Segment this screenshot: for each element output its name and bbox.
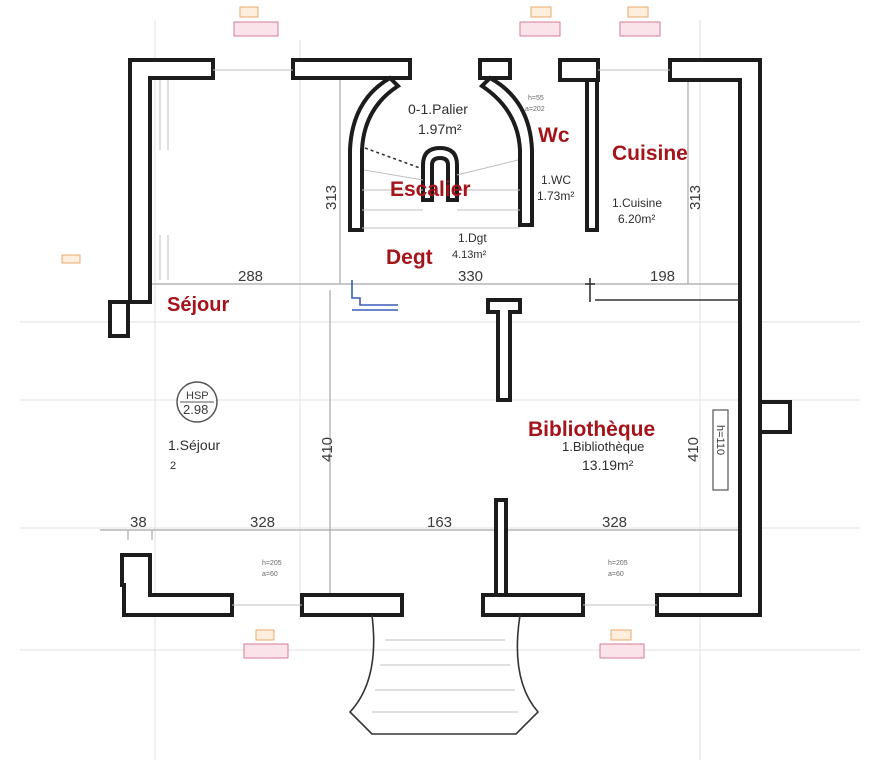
room-label-sejour: Séjour xyxy=(167,294,229,316)
stair-top-right-segment xyxy=(478,58,512,80)
window-left-h: h=205 xyxy=(262,560,282,567)
wc-dim-a: a=202 xyxy=(525,106,545,113)
outdoor-steps xyxy=(348,614,540,735)
stair-central-u xyxy=(421,145,459,202)
top-wall-left-stair xyxy=(291,58,412,80)
dim-top-288: 288 xyxy=(238,268,263,285)
stair-left-curve xyxy=(348,75,402,232)
dim-v-410-right: 410 xyxy=(685,437,702,462)
dim-bottom-163: 163 xyxy=(427,514,452,531)
dim-v-313-left: 313 xyxy=(323,185,340,210)
room-area-wc: 1.73m² xyxy=(537,189,574,203)
dim-v-313-right: 313 xyxy=(687,185,704,210)
room-area-palier: 1.97m² xyxy=(418,121,462,137)
stair-right-curve xyxy=(478,75,534,227)
hsp-label: HSP xyxy=(186,390,209,402)
room-name-degt: 1.Dgt xyxy=(458,231,487,245)
walls xyxy=(108,58,792,617)
wc-partition xyxy=(585,78,599,232)
labels: Séjour Escalier Degt Wc Cuisine Biblioth… xyxy=(130,95,726,578)
room-label-bibliotheque: Bibliothèque xyxy=(528,418,655,441)
bottom-wall-mid-left xyxy=(300,593,404,617)
top-tags xyxy=(61,6,661,659)
bottom-wall-mid-right xyxy=(481,593,585,617)
window-markers xyxy=(159,69,670,606)
dim-top-330: 330 xyxy=(458,268,483,285)
chimney-box xyxy=(712,409,729,491)
room-name-palier: 0-1.Palier xyxy=(408,101,468,117)
dimension-lines xyxy=(100,78,748,595)
dim-bottom-38: 38 xyxy=(130,514,147,531)
wc-dim-h: h=55 xyxy=(528,95,544,102)
dim-bottom-328-left: 328 xyxy=(250,514,275,531)
radiator-icon xyxy=(351,280,398,311)
room-area-sejour: 2 xyxy=(170,460,176,472)
wc-top-block xyxy=(558,58,600,82)
dim-bottom-328-right: 328 xyxy=(602,514,627,531)
room-label-escalier: Escalier xyxy=(390,178,471,201)
hsp-marker xyxy=(176,381,218,423)
room-name-sejour: 1.Séjour xyxy=(168,437,220,453)
left-wall xyxy=(108,58,215,338)
dim-v-410-mid: 410 xyxy=(319,437,336,462)
dim-top-198: 198 xyxy=(650,268,675,285)
right-wall xyxy=(655,58,762,617)
room-label-cuisine: Cuisine xyxy=(612,142,688,165)
room-area-bibliotheque: 13.19m² xyxy=(582,457,634,473)
room-name-cuisine: 1.Cuisine xyxy=(612,196,662,210)
room-label-degt: Degt xyxy=(386,246,433,269)
window-left-a: a=60 xyxy=(262,571,278,578)
bibliotheque-partition xyxy=(486,298,522,402)
bottom-wall-left xyxy=(120,553,234,617)
room-area-cuisine: 6.20m² xyxy=(618,212,655,226)
room-label-wc: Wc xyxy=(538,124,570,147)
chimney-height-label: h=110 xyxy=(714,425,726,455)
chimney-right xyxy=(758,400,792,434)
room-name-wc: 1.WC xyxy=(541,173,571,187)
lower-partition xyxy=(494,498,508,597)
window-right-a: a=60 xyxy=(608,571,624,578)
stair-treads xyxy=(362,147,520,229)
window-right-h: h=205 xyxy=(608,560,628,567)
hsp-value: 2.98 xyxy=(183,402,208,417)
background-guides xyxy=(20,20,860,760)
room-area-degt: 4.13m² xyxy=(452,249,487,261)
room-name-bibliotheque: 1.Bibliothèque xyxy=(562,439,644,454)
